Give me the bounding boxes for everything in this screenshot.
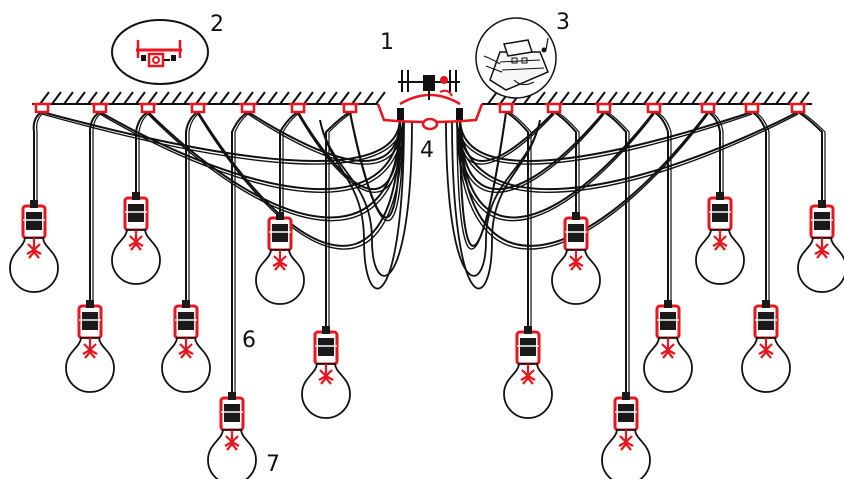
ceiling-hook-icon (289, 102, 307, 114)
light-bulb-icon (207, 392, 257, 483)
light-bulb-icon (797, 200, 844, 293)
light-bulb-icon (741, 300, 791, 393)
light-bulb-icon (255, 212, 305, 305)
cord-loop (445, 119, 541, 277)
drop-cord (135, 111, 149, 198)
ceiling-hook-icon (595, 102, 613, 114)
label-3: 3 (556, 10, 570, 35)
drop-cord (89, 111, 101, 306)
label-7: 7 (266, 452, 280, 477)
cord (456, 113, 799, 193)
cord (456, 113, 753, 165)
label-2: 2 (210, 12, 224, 37)
drop-cord (279, 111, 299, 218)
ceiling-hook-icon (545, 102, 563, 114)
light-bulb-icon (643, 300, 693, 393)
ceiling-hook-icon (239, 102, 257, 114)
drop-cord (797, 111, 823, 206)
cord-loop (451, 119, 541, 290)
ceiling-hook-icon (341, 102, 359, 114)
drop-cord (234, 111, 252, 398)
cord (247, 111, 401, 162)
label-1: 1 (380, 30, 394, 55)
drop-cord (603, 111, 627, 398)
label-4: 4 (420, 138, 434, 163)
ceiling-hook-icon (33, 102, 51, 114)
drop-cord (653, 111, 669, 306)
light-bulb-icon (301, 326, 351, 419)
ceiling-hook-icon (743, 102, 761, 114)
light-bulb-icon (65, 300, 115, 393)
drop-cord (138, 111, 152, 198)
drop-cord (751, 111, 767, 306)
cord (41, 113, 404, 165)
cord-loop (319, 119, 405, 290)
drop-cord (188, 111, 202, 306)
drop-cord (656, 111, 672, 306)
cords (32, 111, 826, 398)
cord (459, 111, 605, 191)
light-bulb-icon (111, 192, 161, 285)
drop-cord (707, 111, 721, 198)
light-bulb-icon (551, 212, 601, 305)
drop-cord (508, 111, 532, 332)
cord (41, 111, 401, 162)
cord (99, 113, 404, 193)
ceiling-hook-icon (91, 102, 109, 114)
drop-cord (328, 111, 354, 332)
ceiling-hook-icon (497, 102, 515, 114)
light-bulb-icon (503, 326, 553, 419)
light-bulb-icon (9, 200, 59, 293)
cord (456, 113, 507, 250)
mounting-bracket-icon (398, 70, 460, 100)
cord (459, 111, 799, 191)
bulbs (9, 192, 844, 483)
drop-cord (32, 111, 43, 206)
light-bulb-icon (695, 192, 745, 285)
ceiling-hook-icon (645, 102, 663, 114)
ceiling-canopy-icon (376, 93, 484, 131)
cord (459, 111, 655, 219)
drop-cord (754, 111, 770, 306)
ceiling-hook-icon (139, 102, 157, 114)
drop-cord (282, 111, 302, 218)
light-bulb-icon (161, 300, 211, 393)
hook-detail-callout (111, 19, 209, 85)
ceiling (32, 91, 812, 105)
drop-cord (185, 111, 199, 306)
ceiling-hook-icon (189, 102, 207, 114)
drop-cord (325, 111, 351, 332)
drop-cord (800, 111, 826, 206)
drop-cord (505, 111, 529, 332)
label-6: 6 (242, 328, 256, 353)
cord (349, 113, 404, 222)
cord (99, 111, 401, 190)
terminal-block-icon (475, 17, 557, 99)
drop-cord (553, 111, 577, 218)
ceiling-hooks (33, 102, 807, 114)
light-bulb-icon (601, 392, 651, 483)
drop-cord (36, 111, 46, 206)
cord (459, 111, 753, 162)
drop-cord (231, 111, 249, 398)
ceiling-hook-icon (699, 102, 717, 114)
drop-cord (606, 111, 630, 398)
cord (197, 111, 401, 247)
drop-cord (556, 111, 580, 218)
cord-loop (319, 119, 413, 277)
cord (456, 113, 655, 222)
drop-cord (92, 111, 104, 306)
ceiling-hook-icon (789, 102, 807, 114)
